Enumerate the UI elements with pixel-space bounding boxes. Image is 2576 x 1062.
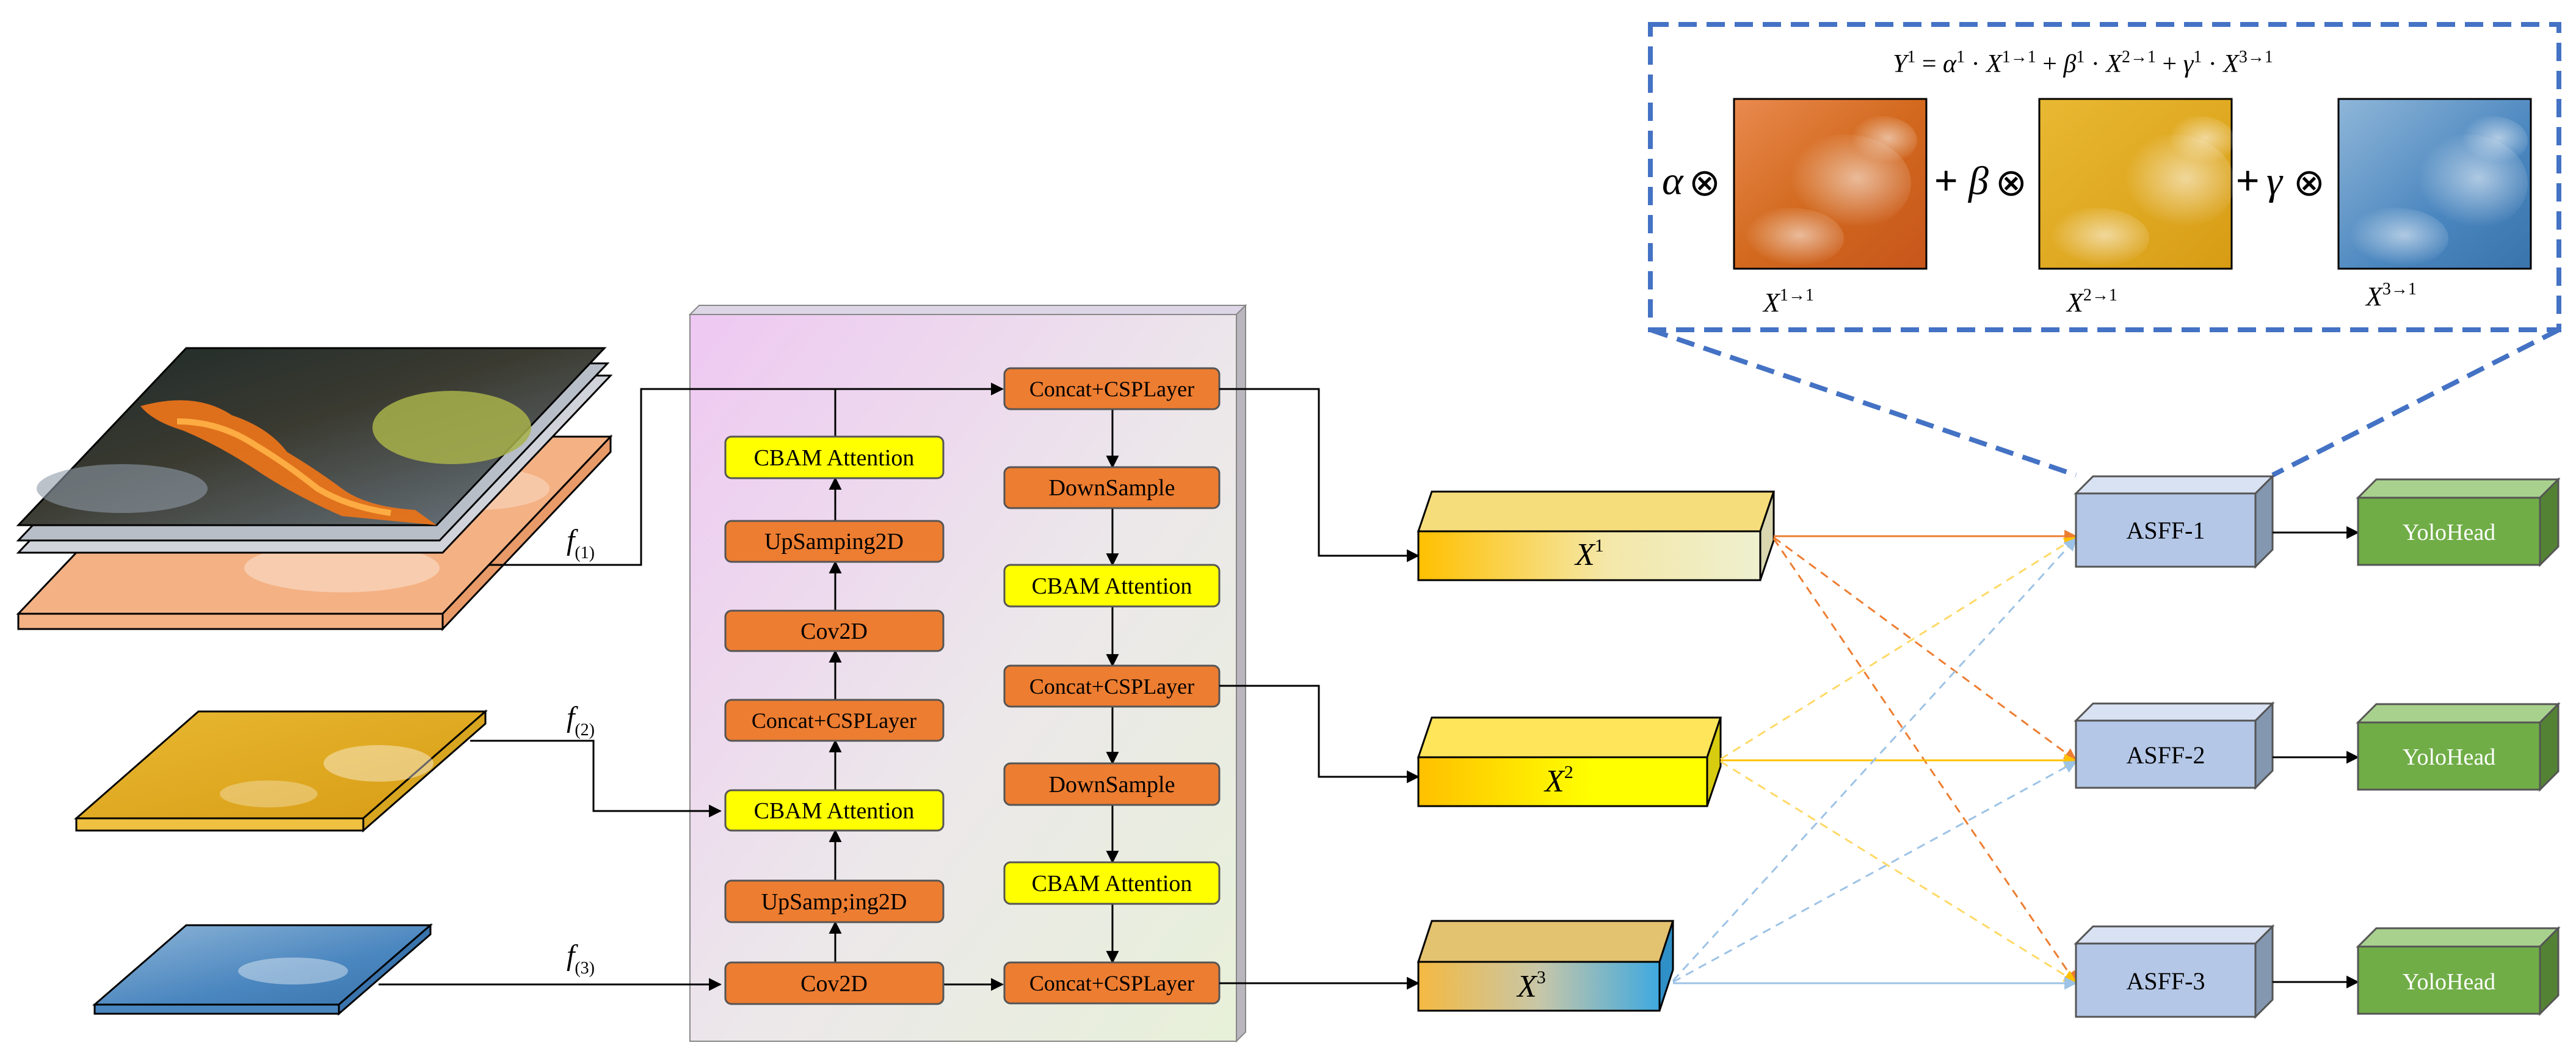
svg-text:ASFF-2: ASFF-2 — [2127, 741, 2205, 769]
weight-map-2 — [2038, 98, 2235, 270]
svg-text:CBAM Attention: CBAM Attention — [1032, 573, 1192, 599]
feature-x2: X2 — [1417, 716, 1722, 807]
input-connectors — [379, 382, 1004, 991]
input-layer-2 — [74, 709, 488, 833]
svg-text:ASFF-1: ASFF-1 — [2127, 517, 2205, 544]
svg-text:CBAM Attention: CBAM Attention — [754, 445, 915, 471]
weight-map-1 — [1733, 98, 1928, 270]
map-2-label: X2→1 — [2066, 286, 2117, 318]
asff-3: ASFF-3 — [2073, 924, 2275, 1019]
yolohead-2: YoloHead — [2356, 702, 2561, 792]
asff-1: ASFF-1 — [2073, 474, 2275, 569]
map-3-label: X3→1 — [2365, 280, 2417, 311]
svg-text:X1: X1 — [1574, 536, 1604, 572]
gamma-symbol: γ — [2266, 159, 2284, 203]
svg-text:DownSample: DownSample — [1049, 475, 1175, 501]
feature-x3: X3 — [1417, 920, 1675, 1012]
upsampling-block: UpSamp;ing2D — [724, 879, 945, 923]
concat-csplayer-block: Concat+CSPLayer — [1003, 961, 1221, 1005]
svg-text:YoloHead: YoloHead — [2403, 520, 2495, 545]
svg-text:UpSamp;ing2D: UpSamp;ing2D — [761, 889, 907, 915]
svg-text:Concat+CSPLayer: Concat+CSPLayer — [752, 708, 916, 733]
svg-text:Cov2D: Cov2D — [800, 971, 868, 997]
cbam-attention-block: CBAM Attention — [1003, 564, 1221, 608]
beta-symbol: β — [1967, 159, 1989, 203]
conv2d-block: Cov2D — [724, 609, 945, 652]
otimes-symbol: ⊗ — [1689, 160, 1721, 205]
otimes-symbol: ⊗ — [2293, 160, 2325, 205]
svg-text:Concat+CSPLayer: Concat+CSPLayer — [1029, 971, 1194, 995]
concat-csplayer-block: Concat+CSPLayer — [1003, 664, 1221, 708]
svg-text:Concat+CSPLayer: Concat+CSPLayer — [1029, 377, 1194, 401]
alpha-symbol: α — [1662, 159, 1684, 203]
svg-text:Cov2D: Cov2D — [800, 619, 868, 644]
conv2d-block: Cov2D — [724, 961, 945, 1005]
input-3-label: f(3) — [567, 939, 595, 978]
asff-detail-panel: Y1 = α1 · X1→1 + β1 · X2→1 + γ1 · X3→1 α… — [1648, 22, 2561, 478]
downsample-block: DownSample — [1003, 762, 1221, 806]
svg-text:X3: X3 — [1516, 967, 1546, 1004]
neck-right-column: Concat+CSPLayer DownSample CBAM Attentio… — [1003, 367, 1221, 1005]
cbam-attention-block: CBAM Attention — [724, 435, 945, 479]
otimes-symbol: ⊗ — [1995, 160, 2027, 205]
svg-text:CBAM Attention: CBAM Attention — [1032, 871, 1192, 897]
cbam-attention-block: CBAM Attention — [1003, 861, 1221, 905]
concat-csplayer-block: Concat+CSPLayer — [1003, 367, 1221, 410]
upsampling-block: UpSamping2D — [724, 520, 945, 563]
input-layer-3 — [92, 923, 434, 1016]
neck-left-arrows — [829, 389, 1004, 991]
yolohead-3: YoloHead — [2356, 926, 2561, 1016]
map-1-label: X1→1 — [1762, 286, 1814, 318]
input-2-label: f(2) — [567, 701, 595, 740]
weight-map-3 — [2337, 98, 2532, 270]
yolohead-1: YoloHead — [2356, 477, 2561, 567]
concat-csplayer-block: Concat+CSPLayer — [724, 699, 945, 742]
plus-symbol-2: + — [2236, 158, 2260, 203]
svg-text:X2: X2 — [1544, 762, 1573, 799]
input-1-label: f(1) — [567, 524, 595, 562]
svg-text:ASFF-3: ASFF-3 — [2127, 967, 2205, 995]
cbam-attention-block: CBAM Attention — [724, 789, 945, 832]
neck-output-connectors — [1219, 388, 1420, 990]
fusion-links — [1672, 529, 2078, 990]
plus-symbol-1: + — [1934, 158, 1958, 203]
svg-text:CBAM Attention: CBAM Attention — [754, 798, 915, 824]
downsample-block: DownSample — [1003, 466, 1221, 509]
asff-2: ASFF-2 — [2073, 701, 2275, 790]
head-connectors — [2273, 526, 2360, 989]
feature-x1: X1 — [1417, 490, 1776, 581]
neck-left-column: CBAM Attention UpSamping2D Cov2D Concat+… — [724, 435, 945, 1005]
svg-text:UpSamping2D: UpSamping2D — [764, 529, 904, 555]
asff-formula: Y1 = α1 · X1→1 + β1 · X2→1 + γ1 · X3→1 — [1893, 48, 2273, 78]
svg-text:DownSample: DownSample — [1049, 772, 1175, 798]
svg-text:YoloHead: YoloHead — [2403, 744, 2495, 770]
svg-text:YoloHead: YoloHead — [2403, 969, 2495, 995]
svg-text:Concat+CSPLayer: Concat+CSPLayer — [1029, 674, 1194, 699]
input-stack-1 — [16, 347, 613, 631]
